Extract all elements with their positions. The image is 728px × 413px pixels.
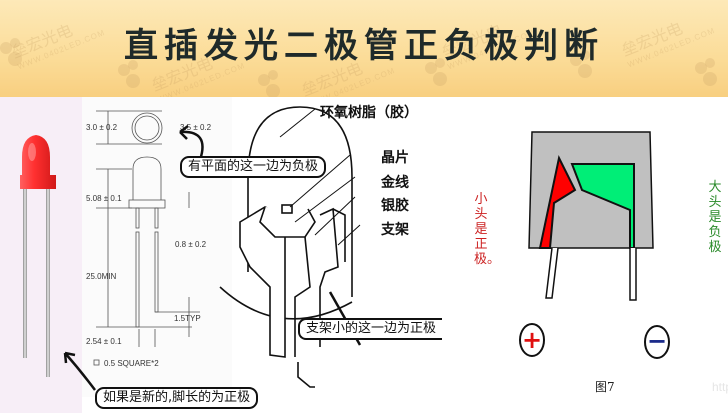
label-gold-wire: 金线 bbox=[381, 175, 409, 191]
label-epoxy: 环氧树脂（胶） bbox=[320, 105, 418, 121]
dim-flange-diameter: 3.5 ± 0.2 bbox=[180, 123, 212, 132]
page-title: 直插发光二极管正负极判断 bbox=[124, 26, 604, 66]
dim-body-height: 5.08 ± 0.1 bbox=[86, 194, 122, 203]
dim-flange-height: 0.8 ± 0.2 bbox=[175, 240, 207, 249]
led-outline-drawing bbox=[93, 110, 200, 366]
label-chip: 晶片 bbox=[381, 150, 409, 166]
dim-lead-spacing: 2.54 ± 0.1 bbox=[86, 337, 122, 346]
anode-note: 小头是正极。 bbox=[474, 192, 501, 267]
dimension-drawing: 3.0 ± 0.2 3.5 ± 0.2 5.08 ± 0.1 0.8 ± 0.2… bbox=[82, 97, 232, 397]
label-frame: 支架 bbox=[381, 222, 409, 238]
led-photo bbox=[0, 97, 82, 413]
watermark-dots bbox=[118, 60, 148, 90]
figure-caption: 图7 bbox=[595, 380, 615, 394]
label-silver-glue: 银胶 bbox=[381, 198, 409, 214]
red-led-illustration bbox=[20, 135, 56, 377]
minus-symbol: − bbox=[647, 327, 668, 355]
dim-lead-length: 25.0MIN bbox=[86, 272, 117, 281]
watermark-dots bbox=[695, 58, 725, 88]
callout-arrow-new-led bbox=[63, 351, 96, 391]
led-structure-drawing bbox=[219, 106, 362, 388]
watermark-dots bbox=[425, 58, 455, 88]
dim-lens-diameter: 3.0 ± 0.2 bbox=[86, 123, 118, 132]
dim-lead-offset: 1.5TYP bbox=[174, 314, 201, 323]
watermark-dots bbox=[570, 50, 600, 80]
plus-symbol: + bbox=[522, 326, 543, 354]
callout-small-frame: 支架小的这一边为正极 bbox=[298, 318, 443, 340]
watermark-dots bbox=[258, 70, 288, 97]
figure7-led-cross-section bbox=[519, 131, 670, 359]
url-fragment: http bbox=[712, 380, 728, 394]
cathode-note: 大头是负极 bbox=[708, 180, 722, 255]
callout-new-led: 如果是新的,脚长的为正极 bbox=[95, 387, 259, 409]
watermark-dots bbox=[0, 38, 30, 68]
callout-arrow-flat bbox=[179, 125, 204, 161]
callout-flat-side: 有平面的这一边为负极 bbox=[180, 156, 327, 178]
dim-lead-note: 0.5 SQUARE*2 bbox=[104, 359, 159, 368]
